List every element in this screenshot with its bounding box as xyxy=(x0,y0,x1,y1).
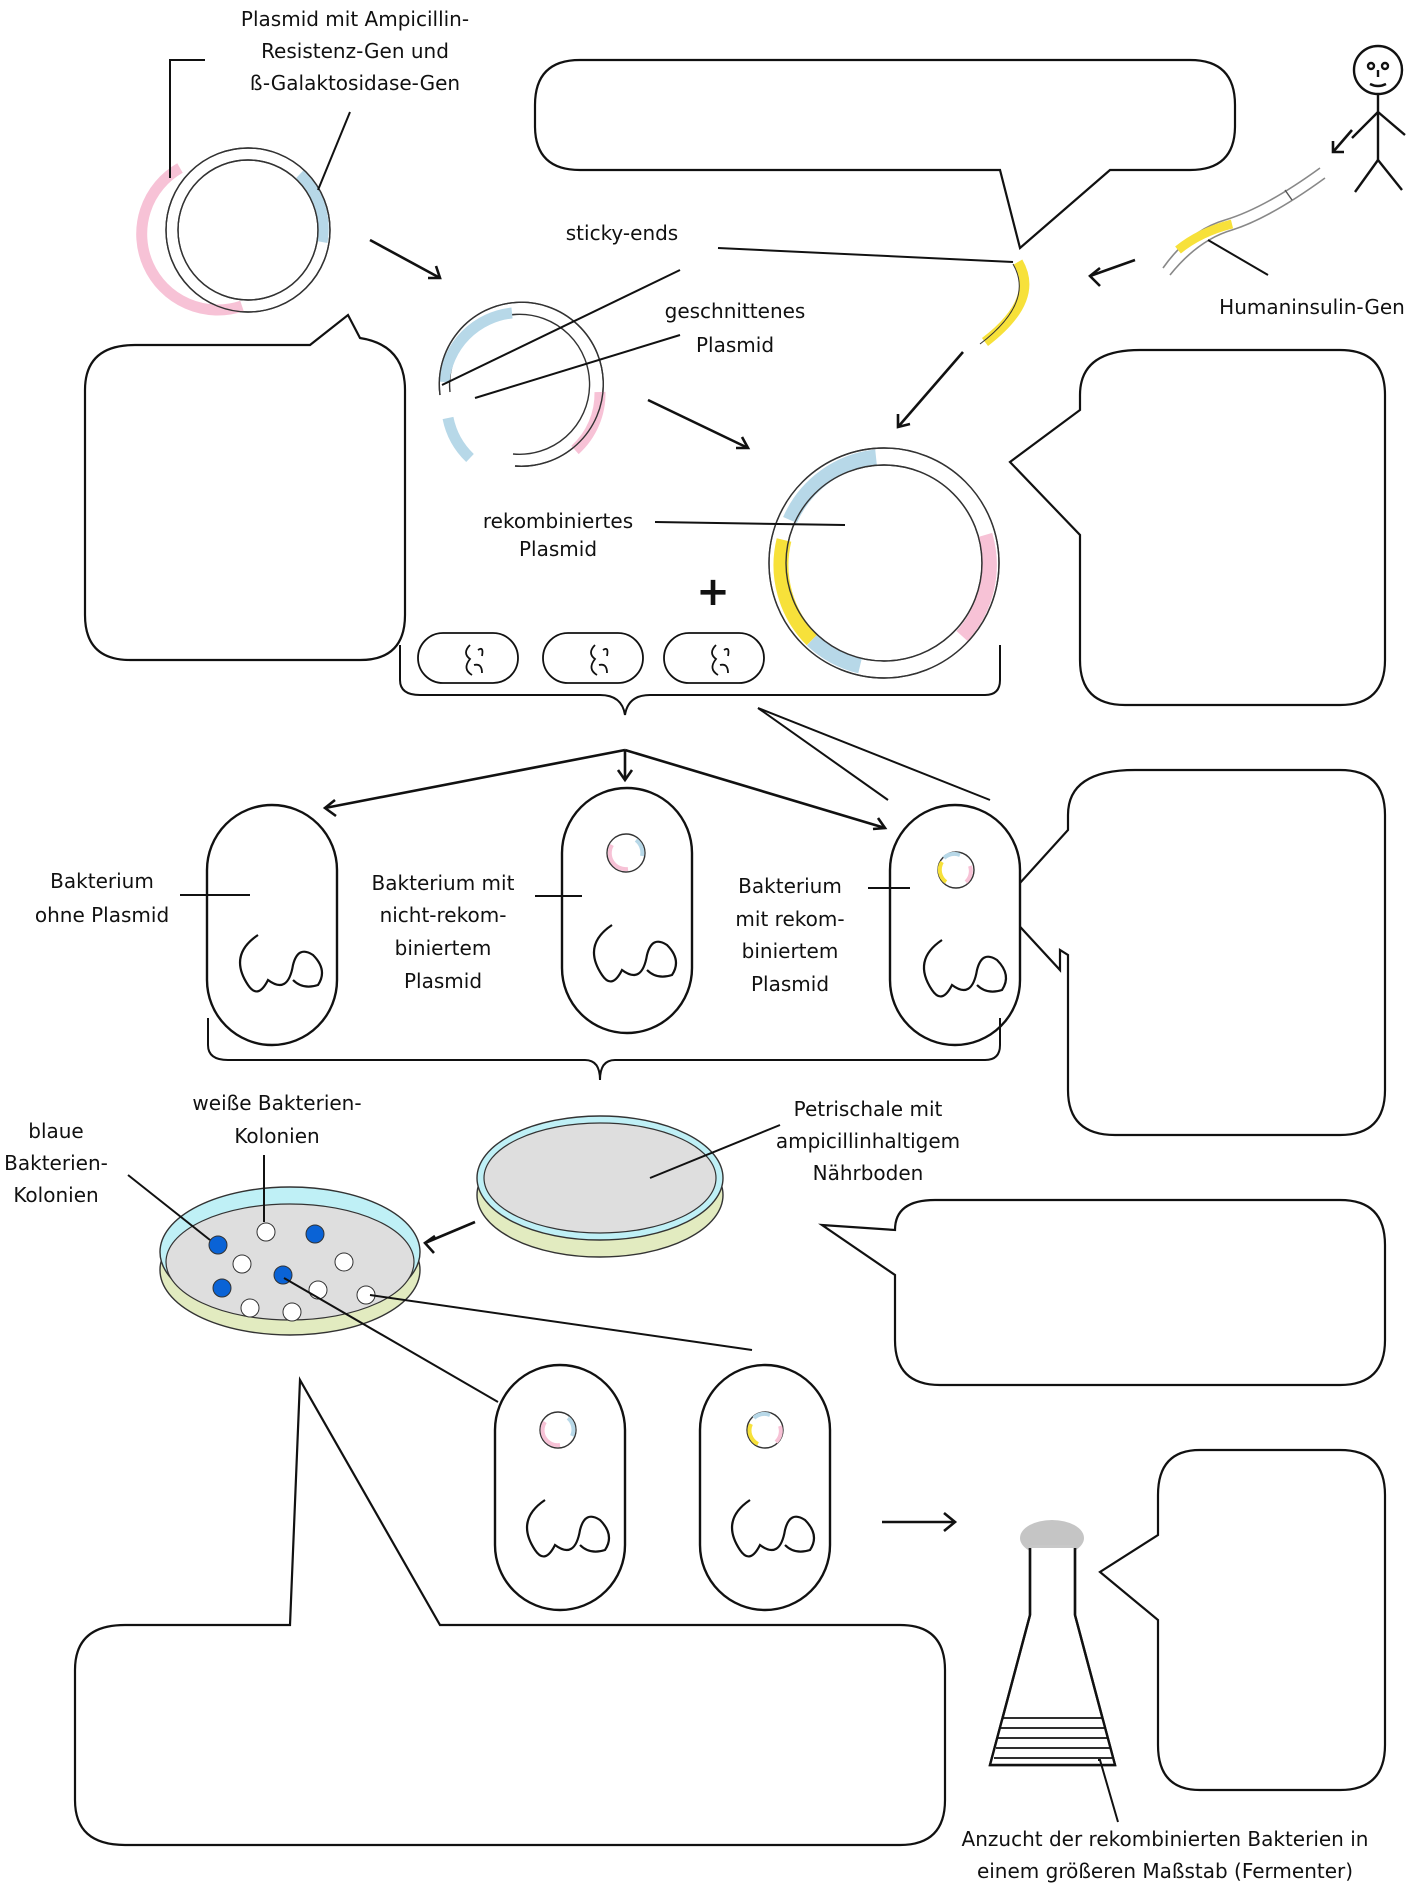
bacterium-without-plasmid xyxy=(205,803,339,1047)
speech-bubble-left xyxy=(83,313,407,662)
bacterium-with-nonrecombined-plasmid xyxy=(560,786,694,1035)
insulin-gene-fragment xyxy=(981,259,1030,346)
plasmid-cut xyxy=(438,301,606,467)
label-ferment-2: einem größeren Maßstab (Fermenter) xyxy=(977,1859,1353,1883)
petri-dish-ampicillin xyxy=(476,1115,724,1258)
bacterium-white-colony-recombined xyxy=(698,1363,832,1612)
label-bact-rec-4: Plasmid xyxy=(751,972,829,996)
label-white-colonies-1: weiße Bakterien- xyxy=(192,1091,361,1115)
label-blue-colonies-1: blaue xyxy=(28,1119,84,1143)
arrow-gene-to-recombined xyxy=(896,351,964,429)
label-bact-rec-2: mit rekom- xyxy=(735,907,844,931)
arrow-dna-to-gene xyxy=(1088,258,1136,287)
label-bact-none-2: ohne Plasmid xyxy=(35,903,169,927)
fermenter-flask xyxy=(988,1520,1117,1767)
galactosidase-gene-segment xyxy=(296,170,329,243)
arrow-plasmid-to-cut xyxy=(369,238,442,280)
petri-dish-colonies xyxy=(159,1186,421,1336)
label-bact-nonrec-1: Bakterium mit xyxy=(372,871,515,895)
label-plasmid-title-2: Resistenz-Gen und xyxy=(261,39,449,63)
bacterium-with-recombined-plasmid xyxy=(888,803,1022,1047)
label-white-colonies-2: Kolonien xyxy=(234,1124,319,1148)
label-blue-colonies-2: Bakterien- xyxy=(4,1151,108,1175)
speech-bubble-bottom-left xyxy=(73,1376,947,1847)
label-sticky-ends: sticky-ends xyxy=(566,221,678,245)
human-dna-strand xyxy=(1162,167,1326,276)
label-cut-plasmid-1: geschnittenes xyxy=(665,299,806,323)
diagram-labels: Plasmid mit Ampicillin- Resistenz-Gen un… xyxy=(4,7,1405,1883)
label-human-insulin: Humaninsulin-Gen xyxy=(1219,295,1405,319)
insulin-gene-segment xyxy=(1175,219,1234,254)
label-bact-nonrec-4: Plasmid xyxy=(404,969,482,993)
leader-lines xyxy=(127,59,1269,1823)
label-cut-plasmid-2: Plasmid xyxy=(696,333,774,357)
brace-bacteria xyxy=(207,1018,1001,1081)
label-bact-nonrec-3: biniertem xyxy=(395,936,492,960)
label-blue-colonies-3: Kolonien xyxy=(13,1183,98,1207)
arrow-dish-to-colonies xyxy=(423,1220,476,1254)
white-colonies xyxy=(232,1222,376,1322)
label-bact-nonrec-2: nicht-rekom- xyxy=(380,903,507,927)
arrow-to-fermenter xyxy=(882,1511,958,1533)
label-plus: + xyxy=(696,569,730,615)
arrows-to-bacteria xyxy=(322,707,991,831)
label-petri-2: ampicillinhaltigem xyxy=(776,1129,960,1153)
speech-bubble-right-lower xyxy=(818,1198,1387,1387)
label-recombined-2: Plasmid xyxy=(519,537,597,561)
ampicillin-gene-segment xyxy=(136,163,244,316)
speech-bubble-top xyxy=(533,58,1237,250)
blue-colonies xyxy=(208,1224,325,1298)
label-petri-3: Nährboden xyxy=(813,1161,924,1185)
bacterium-blue-colony-nonrecombined xyxy=(493,1363,627,1612)
label-petri-1: Petrischale mit xyxy=(794,1097,943,1121)
label-plasmid-title-3: ß-Galaktosidase-Gen xyxy=(250,71,460,95)
speech-bubble-bottom-right xyxy=(1098,1448,1387,1792)
plasmid-original xyxy=(136,147,331,316)
plasmid-recombined xyxy=(768,447,1000,679)
insulin-gene-inserted xyxy=(773,538,818,646)
label-bact-none-1: Bakterium xyxy=(50,869,154,893)
label-bact-rec-3: biniertem xyxy=(742,939,839,963)
stick-figure-person xyxy=(1351,44,1406,193)
arrow-cut-to-recombined xyxy=(647,398,751,450)
label-recombined-1: rekombiniertes xyxy=(483,509,633,533)
speech-bubble-right-top xyxy=(1008,348,1387,707)
speech-bubble-right-middle xyxy=(998,768,1387,1137)
label-plasmid-title-1: Plasmid mit Ampicillin- xyxy=(241,7,469,31)
label-bact-rec-1: Bakterium xyxy=(738,874,842,898)
mini-bacteria-group xyxy=(399,632,1001,716)
label-ferment-1: Anzucht der rekombinierten Bakterien in xyxy=(962,1827,1369,1851)
arrow-person-to-dna xyxy=(1331,129,1353,154)
